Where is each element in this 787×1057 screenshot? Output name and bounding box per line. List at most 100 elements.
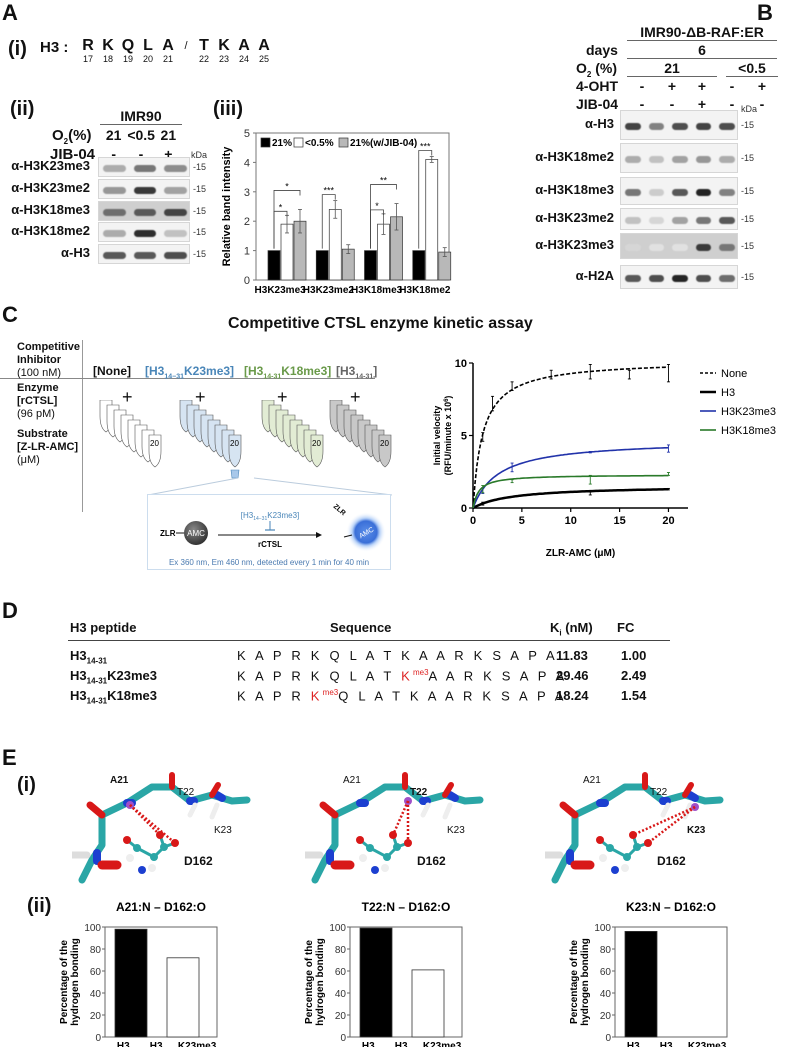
panel-e-ii-label: (ii): [27, 895, 52, 917]
fc-value: 1.00: [621, 648, 647, 663]
y-tick-label: 1: [244, 246, 250, 258]
blot-band: [695, 123, 712, 130]
significance-bracket: [273, 190, 301, 249]
fc-value: 2.49: [621, 668, 647, 683]
residue-letter: R: [82, 37, 94, 54]
peptide-name: H314-31: [70, 648, 108, 666]
lane-value: -: [639, 96, 645, 112]
residue-number: 23: [218, 54, 229, 64]
y-axis-label-line1: Percentage of the: [304, 940, 315, 1024]
atom-ball: [623, 853, 631, 861]
y-tick-label: 0: [461, 503, 467, 515]
y-axis-label-line1: Percentage of the: [59, 940, 70, 1024]
y-tick-label: 100: [84, 923, 101, 934]
blot-band: [103, 209, 126, 216]
atom-ball: [629, 831, 637, 839]
x-tick-label: H319-24K23me3: [150, 1041, 217, 1047]
blot-label: α-H3K18me3: [11, 202, 90, 217]
fit-curve: [472, 366, 669, 509]
kda-marker: -15: [741, 186, 755, 196]
residue-letter: L: [143, 37, 153, 54]
inset-zoom-lines: [147, 477, 393, 496]
ki-value: 29.46: [556, 668, 589, 683]
inhibitor-label: [None]: [93, 364, 131, 378]
backbone-stick: [559, 801, 579, 819]
blot-a-cell-line: IMR90: [120, 108, 162, 124]
atom-ball: [404, 839, 412, 847]
blot-band: [719, 156, 735, 163]
panel-letter-d: D: [2, 598, 18, 623]
blot-b-oht-label: 4-OHT: [576, 78, 618, 94]
row-label-inhibitor: Competitive Inhibitor (100 nM): [17, 341, 80, 380]
y-axis-label-line2: (RFU/minute x 106): [443, 396, 453, 476]
hbond-dashed: [647, 806, 696, 844]
kda-marker: -15: [741, 272, 755, 282]
atom-ball: [633, 843, 641, 851]
y-axis-label: Relative band intensity: [221, 146, 233, 267]
kda-marker: -15: [741, 153, 755, 163]
blot-image: [620, 177, 738, 205]
significance-label: *: [279, 202, 283, 212]
blot-b-o2-line-low: [726, 76, 778, 77]
blot-band: [103, 230, 126, 237]
blot-b-o2-21: 21: [664, 60, 680, 76]
legend-swatch: [293, 137, 304, 148]
lane-value: +: [697, 78, 707, 94]
enzyme-plus-mark: +: [350, 387, 361, 407]
atom-ball: [606, 844, 614, 852]
hbond-dashed: [391, 800, 410, 836]
y-tick-label: 100: [329, 923, 346, 934]
atom-ball: [356, 836, 364, 844]
x-tick-label: 20: [662, 515, 674, 527]
residue-label-t22: T22: [177, 787, 195, 798]
residue-letter: K: [218, 37, 230, 54]
reaction-scheme: ZLR AMC [H314−31K23me3] rCTSL ZLR AMC: [160, 503, 386, 552]
blot-image: [98, 222, 190, 242]
significance-label: *: [375, 201, 379, 211]
legend-label: H3: [721, 387, 735, 399]
legend-label: H3K18me3: [721, 425, 776, 437]
y-tick-label: 20: [335, 1011, 347, 1022]
blot-label: α-H3K18me3: [535, 182, 614, 197]
reaction-arrowhead: [316, 532, 322, 538]
row-label-enzyme-sub: (96 pM): [17, 408, 55, 420]
y-axis-label-line1: Initial velocity: [432, 406, 442, 466]
hbond-dashed: [632, 805, 696, 837]
row-label-enzyme-2: [rCTSL]: [17, 395, 58, 407]
backbone-stick: [660, 802, 671, 818]
blot-band: [672, 189, 688, 196]
atom-ball: [148, 864, 156, 872]
kda-marker: -15: [741, 120, 755, 130]
y-tick-label: 80: [600, 945, 612, 956]
table-header-fc: FC: [617, 620, 635, 635]
bar: [364, 250, 377, 281]
y-tick-label: 100: [594, 923, 611, 934]
blot-band: [719, 217, 735, 224]
legend-label: <0.5%: [305, 138, 334, 149]
blot-band: [648, 275, 665, 282]
panel-c-title: Competitive CTSL enzyme kinetic assay: [228, 315, 533, 332]
chart-title: T22:N – D162:O: [362, 900, 451, 914]
residue-label-t22: T22: [410, 787, 428, 798]
blot-b-days-label: days: [586, 42, 618, 58]
atom-ball: [644, 839, 652, 847]
chart-title: A21:N – D162:O: [116, 900, 206, 914]
blot-band: [133, 165, 157, 172]
hbond-dashed: [129, 804, 176, 844]
residue-letter: Q: [121, 37, 135, 54]
residue-letter: A: [162, 37, 174, 54]
residue-number: 22: [198, 54, 209, 64]
plot-frame: [349, 926, 463, 1038]
kda-marker: -15: [741, 214, 755, 224]
row-label-substrate-sub: (μM): [17, 454, 40, 466]
significance-label: ***: [420, 142, 431, 152]
lane-value: 21: [160, 127, 177, 143]
blot-band: [648, 244, 665, 251]
